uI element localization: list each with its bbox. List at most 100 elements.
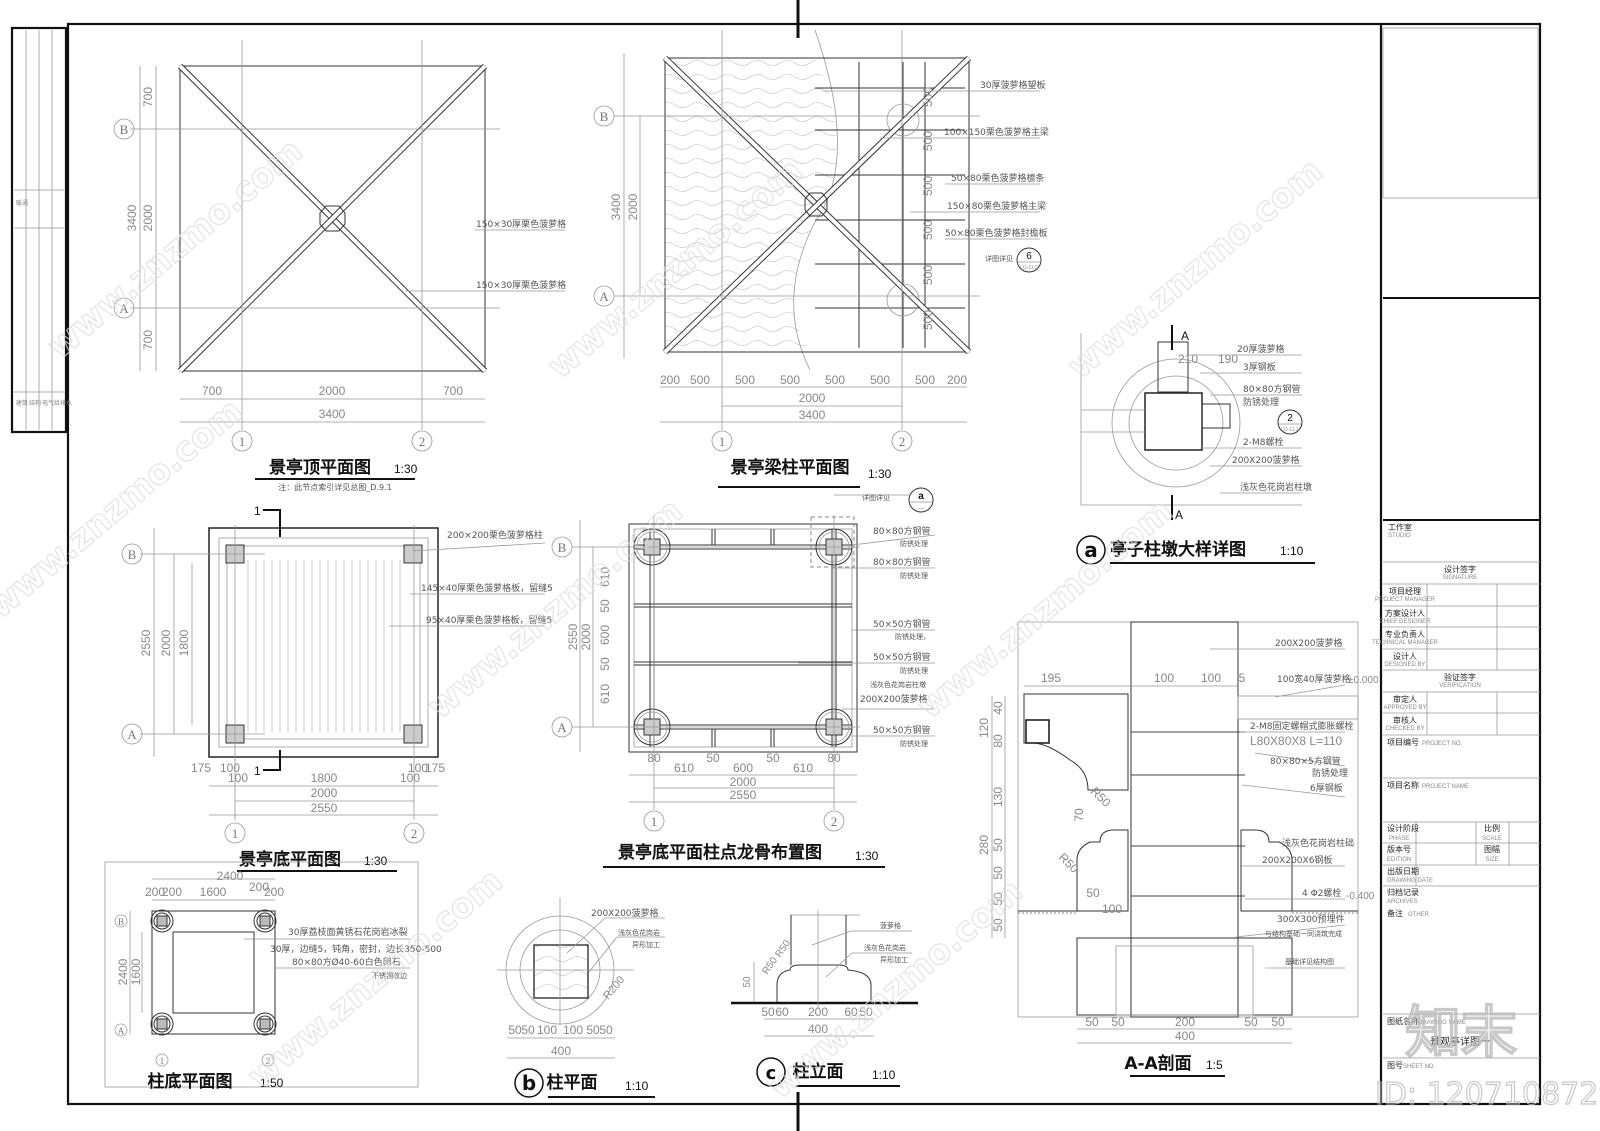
- svg-text:LD-11.2: LD-11.2: [1020, 265, 1038, 271]
- dim: 50: [706, 751, 720, 765]
- callout: 150×80栗色菠萝格主梁: [947, 200, 1046, 212]
- dim: 2000: [141, 204, 155, 231]
- dim: 50: [1086, 886, 1100, 900]
- dim: 50: [508, 1023, 522, 1037]
- drawing-scale: 1:10: [872, 1068, 896, 1082]
- dim: 5: [1239, 671, 1246, 685]
- dim: 200: [145, 885, 165, 899]
- verifier-label-en: APPROVED BY: [1383, 705, 1426, 711]
- watermark-brand: 知末: [1405, 1001, 1517, 1066]
- dim: 500: [825, 373, 845, 387]
- dim: 610: [793, 761, 813, 775]
- callout: 80×80方Ø40-60白色卵石: [292, 956, 401, 968]
- detail-ref-a[interactable]: a —: [908, 487, 934, 513]
- callout: 3厚钢板: [1243, 361, 1276, 373]
- detail-ref-2[interactable]: 2 LD-11.2: [1277, 409, 1303, 435]
- dim: 500: [921, 220, 935, 240]
- callout: 50×80栗色菠萝格檩条: [951, 172, 1044, 184]
- other-label-en: OTHER: [1408, 912, 1430, 918]
- callout: 防锈处理: [900, 571, 928, 580]
- dim: 50: [586, 1023, 600, 1037]
- radius-label: R50: [760, 955, 780, 977]
- dim: 50: [991, 918, 1005, 932]
- sheet-frame: [66, 0, 1542, 1131]
- dim: 200: [808, 1005, 828, 1019]
- dim: 500: [870, 373, 890, 387]
- svg-text:2: 2: [1287, 413, 1293, 424]
- dim: 500: [780, 373, 800, 387]
- dim: 50: [761, 1005, 775, 1019]
- drawing-scale: 1:10: [1280, 544, 1304, 558]
- callout: 详图详见: [985, 254, 1013, 263]
- left-strip: 暖通 建筑 结构 电气 给排水: [10, 26, 72, 434]
- callout: 菠萝格: [880, 921, 901, 930]
- callout: 200×200栗色菠萝格柱: [447, 529, 543, 541]
- dim: 3400: [125, 204, 139, 231]
- dim: 500: [921, 87, 935, 107]
- axis-label-b: B: [118, 917, 124, 927]
- dim: 200: [162, 885, 182, 899]
- dim: 500: [690, 373, 710, 387]
- drawing-scale: 1:50: [260, 1076, 284, 1090]
- axis-label-2: 2: [831, 814, 838, 829]
- dim: 210: [1178, 352, 1198, 366]
- callout: 50×80栗色菠萝格封檐板: [945, 227, 1047, 239]
- dim: 195: [1041, 671, 1061, 685]
- dim: 610: [598, 567, 612, 587]
- dim: 50: [766, 751, 780, 765]
- archives-label: 归档记录: [1387, 887, 1419, 897]
- drawing-roof-plan: B A 1 2 700 2000 700 3400 700 2000 700 3…: [113, 40, 566, 492]
- drawing-keel-layout: B A 1 2 610 50 600 50 610 80 80 2000 255…: [551, 487, 936, 868]
- axis-label-2: 2: [419, 434, 426, 449]
- dim: 80: [991, 734, 1005, 748]
- dim: 50: [599, 1023, 613, 1037]
- drawing-title: A-A剖面: [1124, 1053, 1191, 1074]
- callout: 200X200菠萝格: [860, 693, 928, 705]
- dim: 610: [674, 761, 694, 775]
- drawing-title: 柱立面: [793, 1061, 844, 1082]
- dim: 50: [991, 866, 1005, 880]
- drawing-name-label: 图纸名称: [1387, 1016, 1419, 1026]
- callout: 浅灰色花岗岩柱础: [1282, 837, 1354, 849]
- axis-label-a: A: [127, 727, 137, 742]
- title-block: 工作室 STUDIO 设计签字 SIGNATURE 项目经理 PROJECT M…: [1372, 27, 1540, 1070]
- dim: 60: [775, 1005, 789, 1019]
- verification-heading: 验证签字: [1444, 672, 1476, 682]
- axis-label-a: A: [599, 289, 609, 304]
- role-label: 专业负责人: [1385, 629, 1425, 639]
- axis-label-2: 2: [266, 1056, 271, 1066]
- callout: 50×50方钢管: [873, 618, 930, 630]
- drawing-title: 柱平面: [547, 1072, 598, 1093]
- dim: 200: [264, 885, 284, 899]
- dim: 130: [991, 787, 1005, 807]
- dim: 80: [827, 751, 841, 765]
- callout: 基础详见结构图: [1285, 957, 1334, 966]
- size-label-en: SIZE: [1485, 857, 1498, 863]
- dim: 100: [537, 1023, 557, 1037]
- left-strip-label: 电气: [42, 399, 54, 407]
- drawing-column-plan: 200X200菠萝格 浅灰色花岗岩 异形加工 R200 50 50 100 10…: [497, 898, 665, 1098]
- dim: 100: [1201, 671, 1221, 685]
- dim: 1800: [177, 629, 191, 656]
- dim: 190: [1218, 352, 1238, 366]
- dim: 700: [141, 87, 155, 107]
- axis-label-b: B: [120, 122, 129, 137]
- axis-label-a: A: [119, 301, 129, 316]
- dim: 70: [1072, 808, 1086, 822]
- radius-label: R50: [773, 938, 793, 960]
- axis-label-b: B: [128, 547, 137, 562]
- detail-ref-6[interactable]: 6 LD-11.2: [1016, 247, 1042, 273]
- svg-text:LD-11.2: LD-11.2: [1281, 427, 1299, 433]
- svg-text:www.znzmo.com: www.znzmo.com: [40, 131, 310, 367]
- dim: 2000: [159, 629, 173, 656]
- dim: 50: [991, 892, 1005, 906]
- verification-heading-en: VERIFICATION: [1439, 683, 1481, 689]
- svg-text:www.znzmo.com: www.znzmo.com: [910, 491, 1180, 727]
- signature-heading-en: SIGNATURE: [1443, 575, 1478, 581]
- callout: 异形加工: [632, 940, 660, 949]
- callout: 95×40厚栗色菠萝格板，留缝5: [426, 614, 552, 626]
- callout: 30厚荔枝面黄锈石花岗岩冰裂: [288, 926, 407, 938]
- callout: 防锈处理: [1312, 767, 1348, 779]
- dim: 60: [844, 1005, 858, 1019]
- dim: 100: [228, 771, 248, 785]
